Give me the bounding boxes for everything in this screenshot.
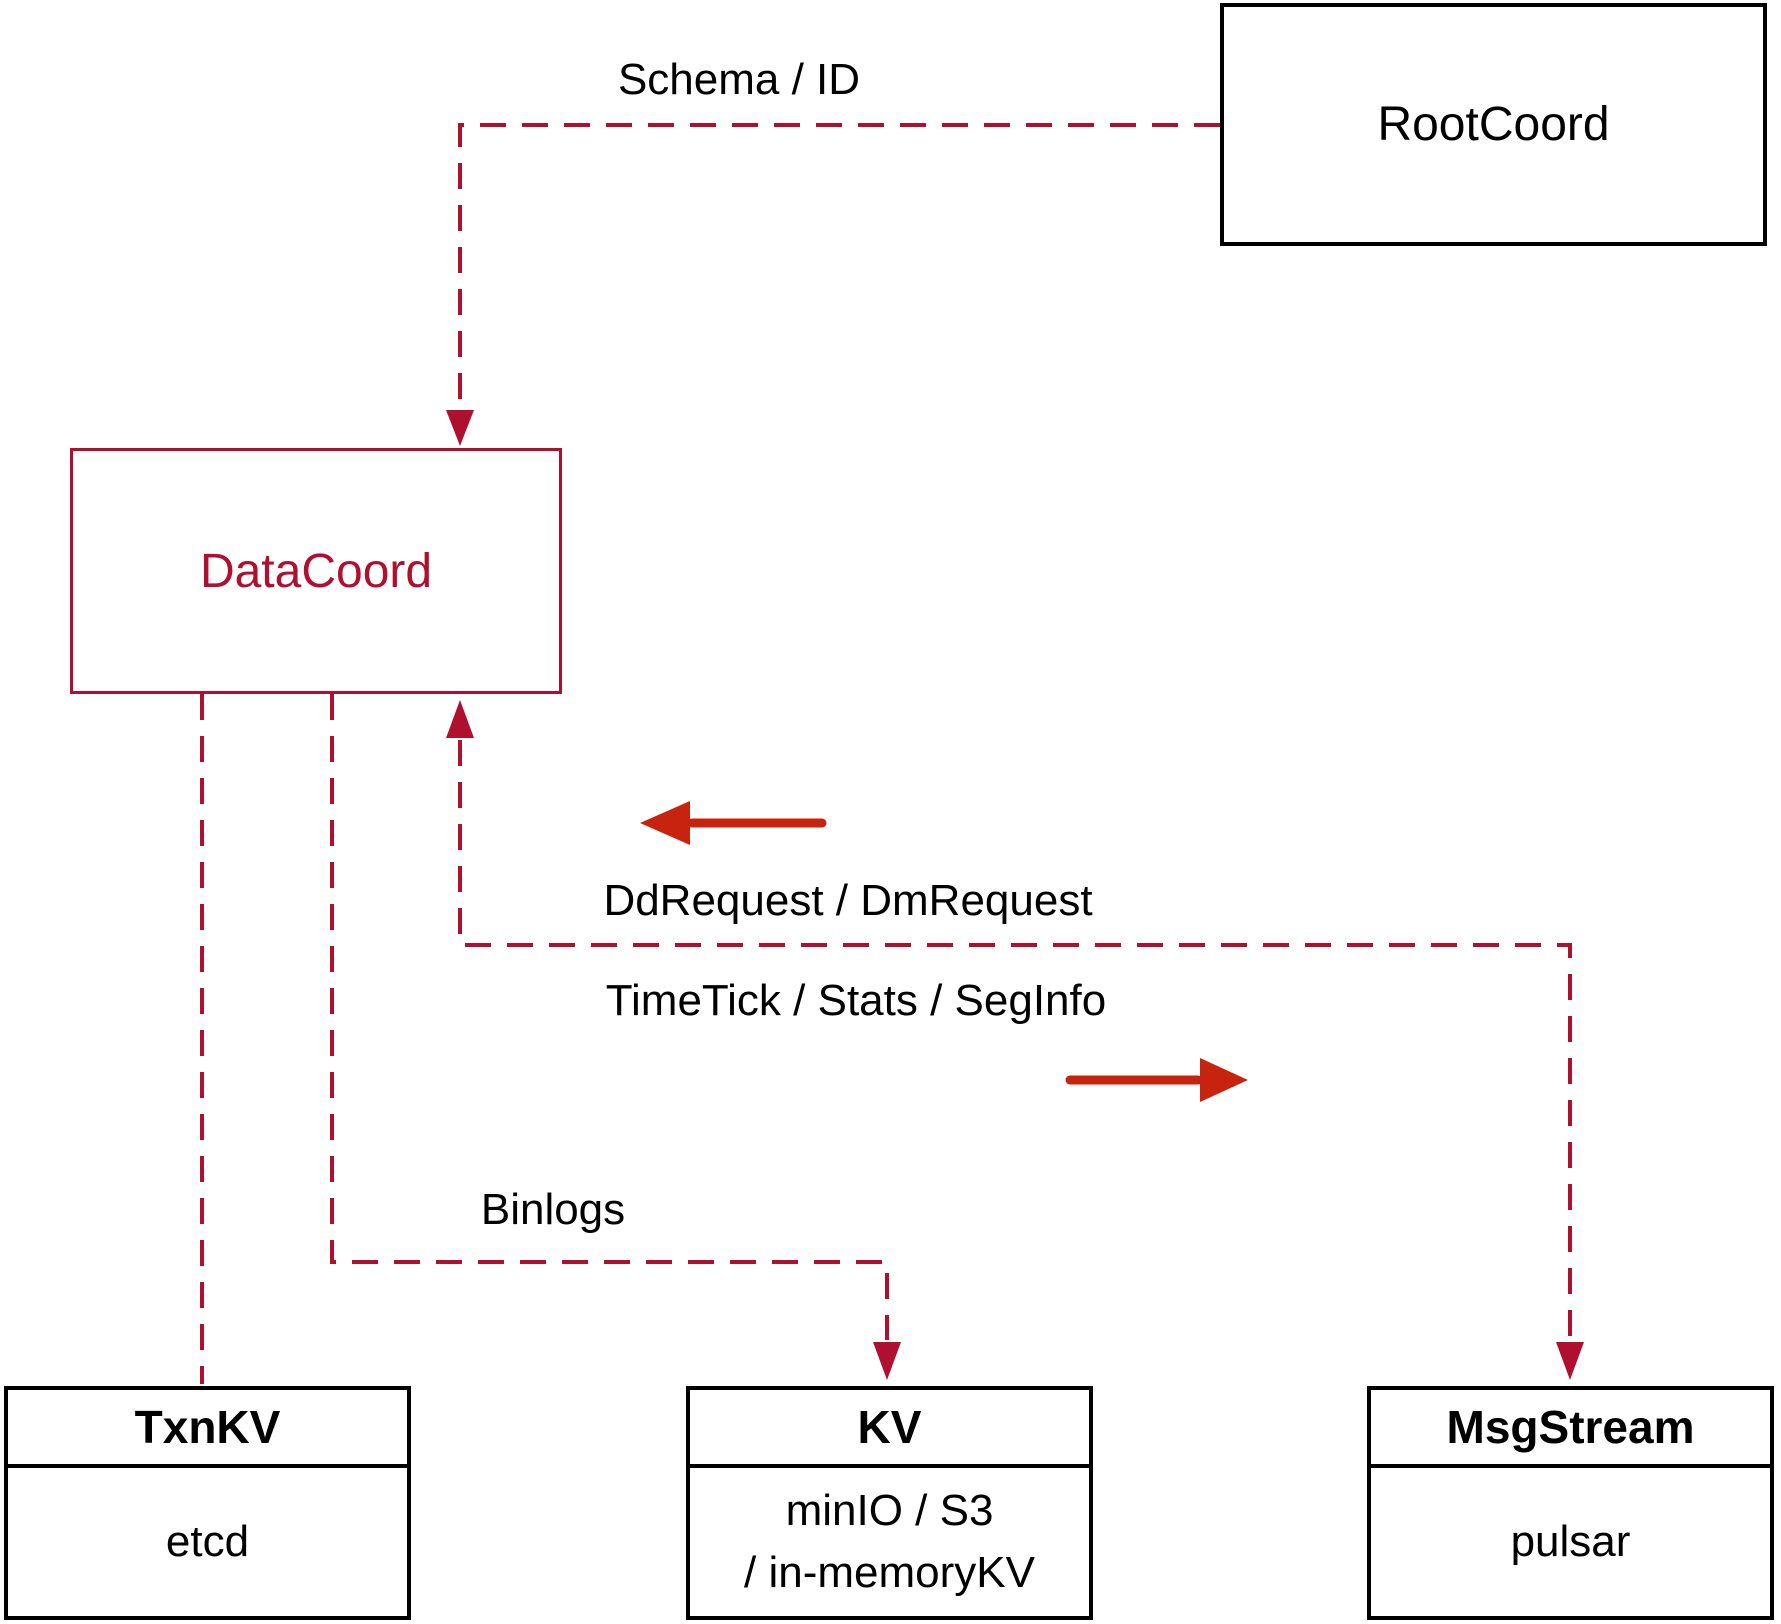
node-txnkv-impl: etcd [165, 1516, 250, 1566]
edge-label-ddrequest-dmrequest: DdRequest / DmRequest [603, 876, 1093, 925]
node-kv-title: KV [690, 1390, 1089, 1468]
node-msgstream-impl: pulsar [1510, 1516, 1631, 1566]
edge-label-binlogs: Binlogs [480, 1185, 626, 1234]
node-datacoord-label: DataCoord [199, 544, 433, 598]
edge-rootcoord-to-datacoord [446, 123, 1220, 446]
node-kv-impl-line2: / in-memoryKV [744, 1548, 1035, 1597]
arrowhead-down-icon [1556, 1342, 1584, 1380]
node-msgstream: MsgStream pulsar [1367, 1386, 1774, 1620]
node-rootcoord: RootCoord [1220, 3, 1767, 246]
node-txnkv: TxnKV etcd [4, 1386, 411, 1620]
node-kv-impl-line1: minIO / S3 [785, 1485, 994, 1535]
node-rootcoord-label: RootCoord [1377, 98, 1610, 151]
node-msgstream-title: MsgStream [1371, 1390, 1770, 1468]
edge-datacoord-to-msgstream [446, 700, 1584, 1380]
node-datacoord: DataCoord [70, 448, 562, 694]
edge-label-timetick-stats-seginfo: TimeTick / Stats / SegInfo [605, 976, 1107, 1025]
direction-arrow-right-icon [1065, 1058, 1248, 1102]
edge-datacoord-to-kv [330, 694, 901, 1380]
direction-arrow-left-icon [640, 801, 827, 845]
node-txnkv-title: TxnKV [8, 1390, 407, 1468]
edge-label-schema-id: Schema / ID [617, 55, 861, 104]
arrowhead-up-icon [446, 700, 474, 738]
node-kv: KV minIO / S3 / in-memoryKV [686, 1386, 1093, 1620]
arrowhead-down-icon [446, 410, 474, 446]
arrowhead-down-icon [873, 1342, 901, 1380]
